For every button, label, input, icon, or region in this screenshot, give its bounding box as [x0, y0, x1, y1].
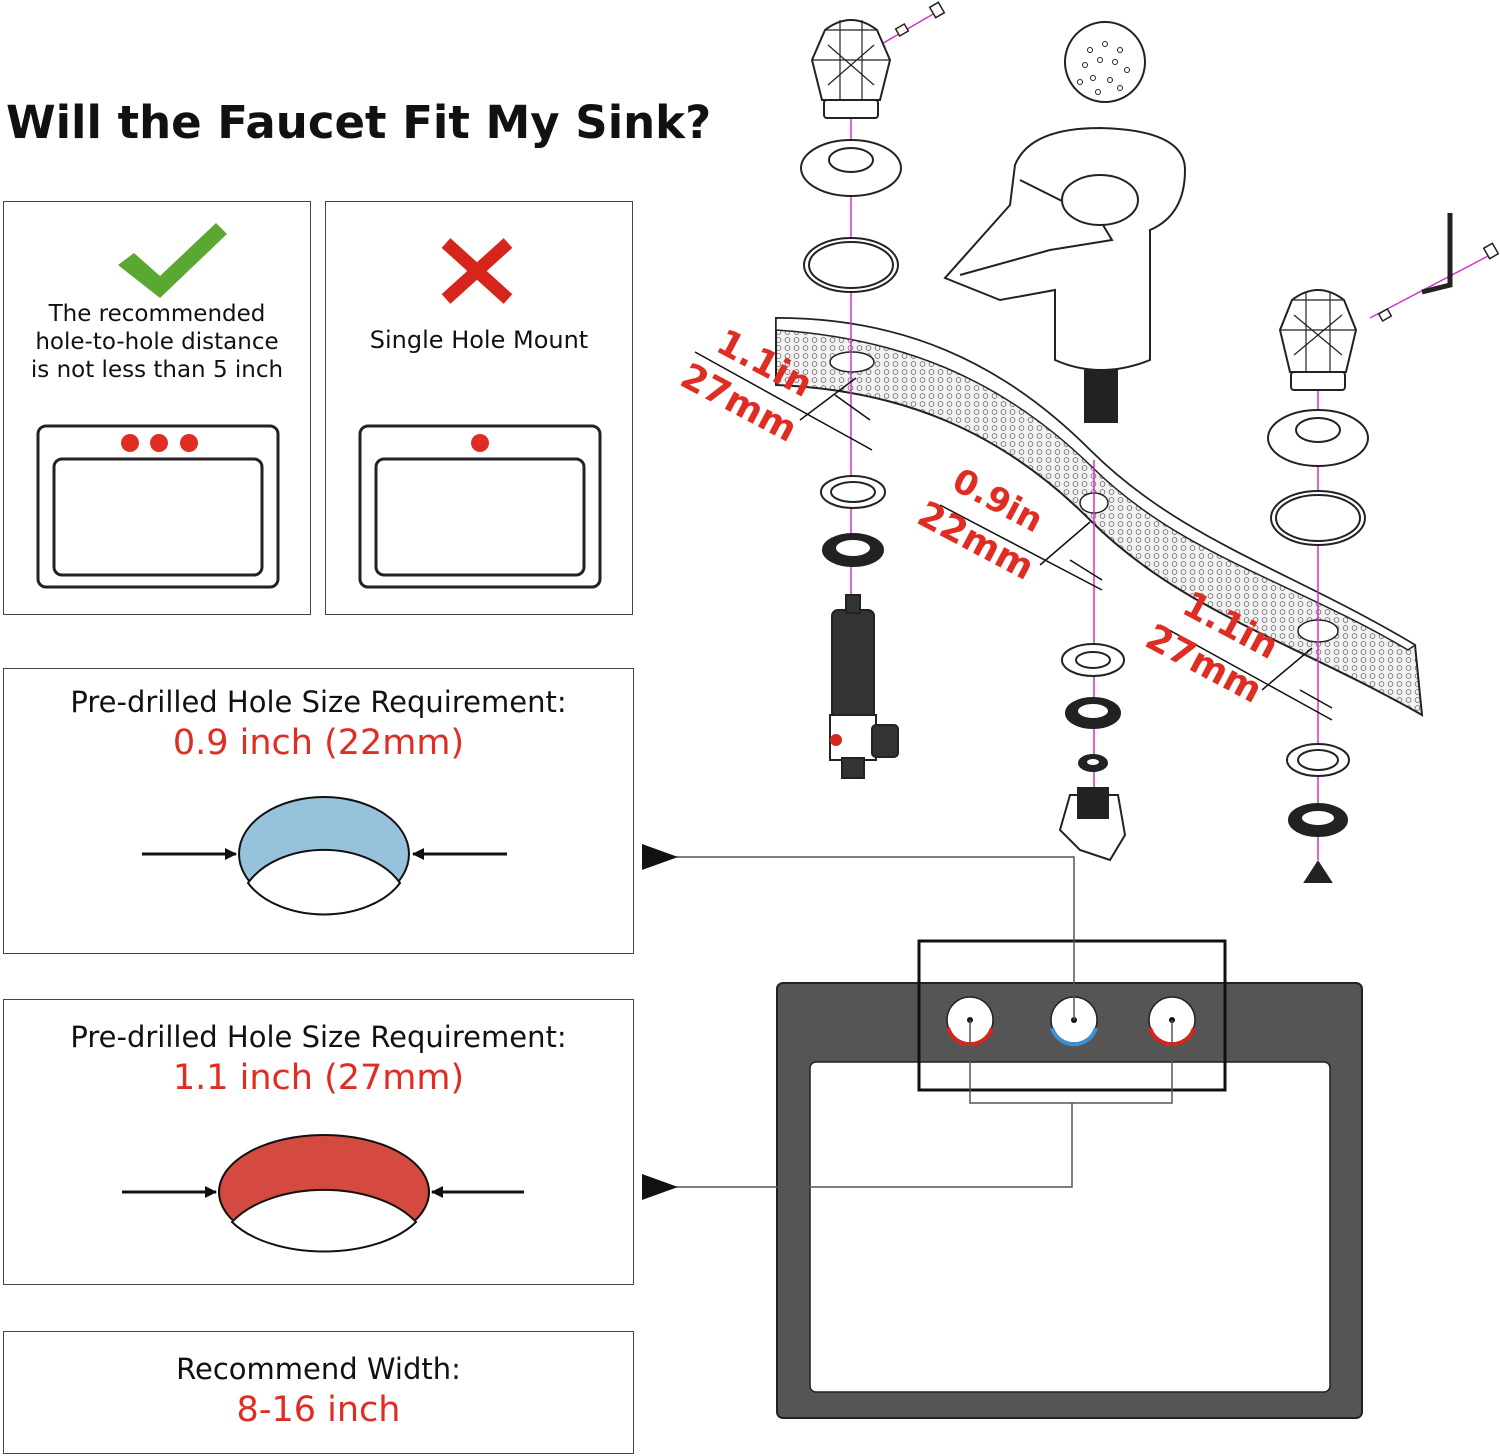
allen-key [1421, 213, 1453, 295]
leader-arrows [642, 844, 1075, 1200]
left-handle-assembly [800, 19, 902, 779]
recommended-distance-text: The recommended hole-to-hole distance is… [4, 300, 310, 384]
recommend-width-value: 8-16 inch [236, 1390, 401, 1430]
left-set-screw [894, 1, 946, 37]
recommended-text-line-1: The recommended [48, 301, 266, 327]
sink-hole-1 [121, 434, 139, 452]
recommended-text-line-3: is not less than 5 inch [30, 357, 284, 383]
sink-hole-single [471, 434, 489, 452]
hole-size-panel-large: Pre-drilled Hole Size Requirement: 1.1 i… [3, 999, 634, 1285]
single-hole-panel: Single Hole Mount [325, 201, 633, 615]
recommended-mount-panel: The recommended hole-to-hole distance is… [3, 201, 311, 615]
recommend-width-label: Recommend Width: [176, 1352, 461, 1386]
sink-top-view [776, 939, 1363, 1419]
faucet-holes-highlight [917, 939, 1227, 1092]
hole-size-label-small: Pre-drilled Hole Size Requirement: [70, 685, 567, 719]
waterfall-spout [943, 126, 1187, 423]
hole-size-label-large: Pre-drilled Hole Size Requirement: [70, 1020, 567, 1054]
cross-icon [441, 238, 513, 304]
center-mount-parts [1058, 643, 1127, 862]
hole-diagram-large [122, 1134, 524, 1253]
check-icon [118, 223, 227, 298]
hole-size-value-small: 0.9 inch (22mm) [172, 723, 465, 763]
single-hole-text: Single Hole Mount [369, 326, 589, 354]
aerator [1064, 21, 1146, 103]
sink-hole-3 [180, 434, 198, 452]
hole-diagram-small [142, 796, 507, 916]
assembly-axes [850, 9, 1491, 860]
dimension-lines [694, 351, 1333, 721]
three-hole-sink-icon [36, 424, 280, 589]
recommended-text-line-2: hole-to-hole distance [35, 329, 279, 355]
right-set-screw [1377, 242, 1500, 322]
hole-size-value-large: 1.1 inch (27mm) [172, 1058, 465, 1098]
right-handle-assembly [1267, 289, 1369, 883]
single-hole-sink-icon [358, 424, 602, 589]
sink-hole-2 [150, 434, 168, 452]
hole-size-panel-small: Pre-drilled Hole Size Requirement: 0.9 i… [3, 668, 634, 954]
page-title: Will the Faucet Fit My Sink? [6, 96, 712, 149]
recommend-width-panel: Recommend Width: 8-16 inch [3, 1331, 634, 1454]
